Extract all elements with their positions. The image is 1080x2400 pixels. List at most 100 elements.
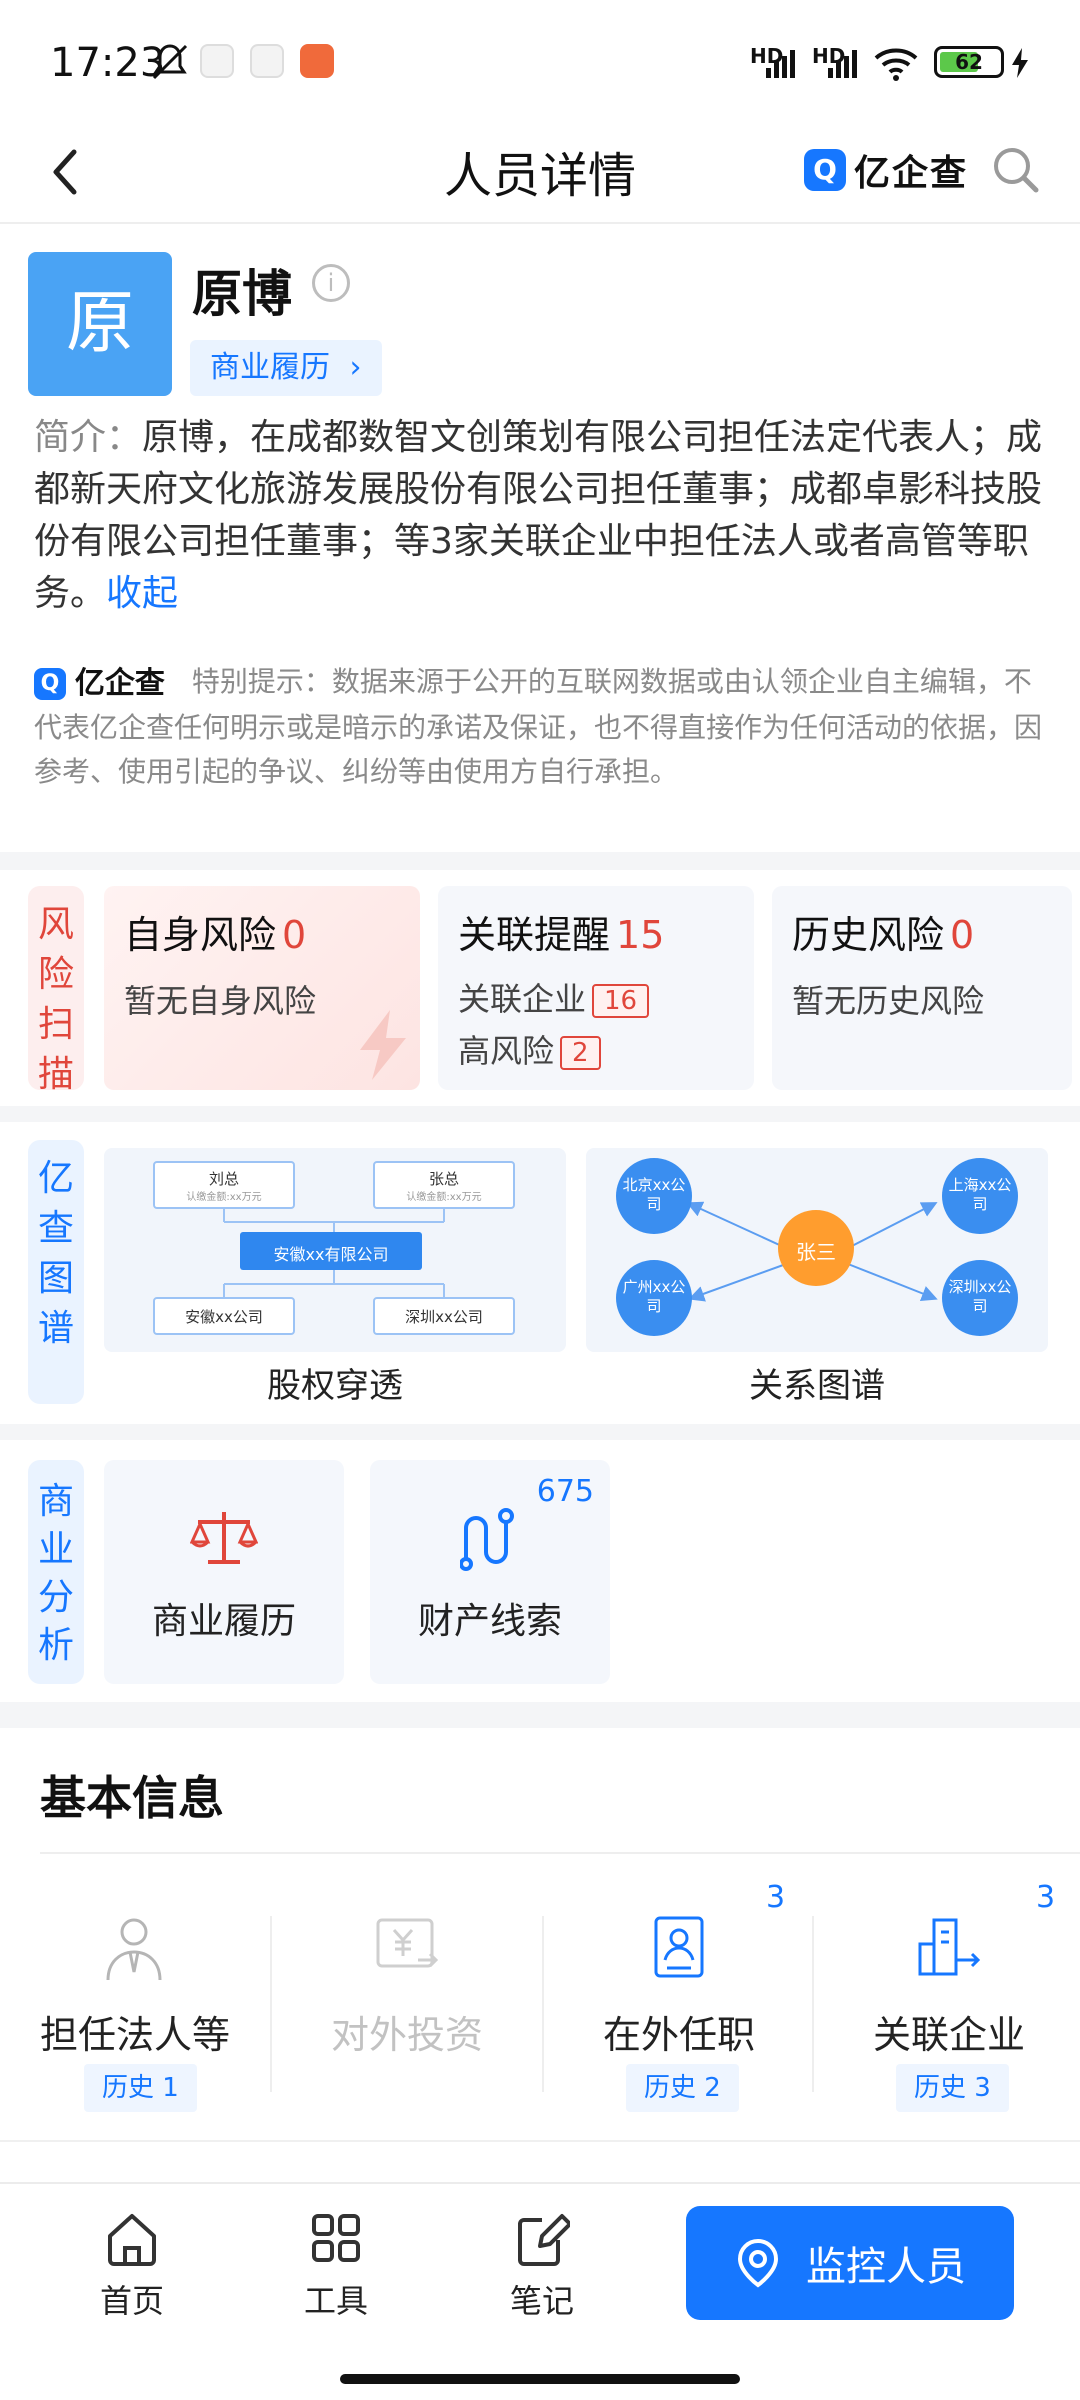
page-title: 人员详情 — [443, 148, 636, 204]
legal-rep-item[interactable]: 担任法人等 历史 1 — [0, 1880, 270, 2120]
equity-node-label: 深圳xx公司 — [405, 1308, 483, 1326]
equity-node-label: 刘总 — [208, 1170, 239, 1188]
id-badge-icon — [654, 1916, 704, 1978]
home-icon — [108, 2214, 156, 2266]
risk-label-char: 险 — [37, 954, 74, 995]
notification-app-icon — [200, 44, 234, 78]
bottom-tab-bar: 首页 工具 笔记 监控人员 — [0, 2182, 1080, 2400]
business-history-tag-label: 商业履历 — [210, 350, 330, 385]
scale-icon — [190, 1512, 258, 1564]
analysis-label-char: 析 — [37, 1625, 74, 1666]
graph-label-char: 图 — [37, 1258, 74, 1299]
lightning-icon — [360, 1010, 406, 1080]
collapse-link[interactable]: 收起 — [106, 573, 179, 614]
equity-node-label: 张总 — [428, 1170, 459, 1188]
column-separator — [542, 1916, 544, 2092]
external-investment-caption: 对外投资 — [330, 2013, 483, 2057]
tab-home-label: 首页 — [99, 2282, 164, 2320]
monitor-person-button[interactable]: 监控人员 — [686, 2206, 1014, 2320]
equity-node-sub: 认缴金额:xx万元 — [406, 1192, 482, 1203]
history-risk-title-text: 历史风险 — [792, 913, 945, 957]
relation-node-label: 深圳xx公司 — [948, 1278, 1012, 1315]
external-investment-item[interactable]: 对外投资 — [272, 1880, 542, 2120]
battery-icon: 62 — [934, 46, 1004, 78]
column-separator — [270, 1916, 272, 2092]
tab-home[interactable]: 首页 — [72, 2210, 192, 2322]
legal-rep-history[interactable]: 历史 1 — [84, 2064, 197, 2112]
tab-tools[interactable]: 工具 — [276, 2210, 396, 2322]
wifi-icon — [874, 48, 918, 81]
signal-icon — [828, 50, 857, 78]
building-arrow-icon — [918, 1918, 981, 1976]
charging-icon — [1012, 48, 1028, 78]
related-companies-count: 3 — [1036, 1880, 1056, 1915]
equity-graph-card[interactable]: 刘总 认缴金额:xx万元 张总 认缴金额:xx万元 安徽xx有限公司 安徽xx公… — [104, 1148, 566, 1352]
back-arrow-icon[interactable] — [46, 144, 86, 200]
content-divider — [0, 2140, 1080, 2142]
nav-bar: 人员详情 Q 亿企查 — [0, 120, 1080, 224]
relation-node-label: 广州xx公司 — [622, 1278, 686, 1315]
notice-brand-logo: Q 亿企查 — [34, 661, 165, 706]
relation-caption: 关系图谱 — [749, 1366, 885, 1406]
relation-node-label: 北京xx公司 — [622, 1176, 686, 1213]
analysis-label-char: 分 — [37, 1577, 74, 1618]
external-position-count: 3 — [766, 1880, 786, 1915]
high-risk-label: 高风险 — [458, 1032, 555, 1070]
asset-clues-caption: 财产线索 — [417, 1601, 562, 1642]
title-divider — [40, 1852, 1080, 1854]
status-bar: 17:23 HD HD 62 — [0, 0, 1080, 120]
asset-clues-card[interactable]: 675 财产线索 — [370, 1460, 610, 1684]
section-divider — [0, 852, 1080, 870]
business-history-card[interactable]: 商业履历 — [104, 1460, 344, 1684]
related-companies-caption: 关联企业 — [872, 2013, 1025, 2057]
analysis-label: 商 业 分 析 — [28, 1460, 84, 1684]
equity-diagram — [153, 1161, 515, 1335]
grid-icon — [312, 2214, 360, 2262]
related-alert-count: 15 — [616, 913, 665, 957]
relation-diagram — [616, 1158, 1018, 1336]
person-icon — [106, 1918, 162, 1981]
tab-notes-label: 笔记 — [509, 2282, 574, 2320]
history-risk-sub: 暂无历史风险 — [792, 982, 985, 1020]
equity-caption: 股权穿透 — [267, 1366, 403, 1406]
home-indicator[interactable] — [340, 2374, 740, 2384]
external-position-item[interactable]: 3 在外任职 历史 2 — [544, 1880, 814, 2120]
high-risk-badge: 2 — [560, 1036, 601, 1070]
tab-notes[interactable]: 笔记 — [482, 2210, 602, 2322]
relation-node-label: 上海xx公司 — [948, 1176, 1012, 1213]
tab-tools-label: 工具 — [303, 2282, 368, 2320]
risk-label-char: 扫 — [37, 1004, 74, 1045]
business-history-tag[interactable]: 商业履历 › — [190, 340, 382, 396]
graph-label-char: 亿 — [37, 1158, 74, 1199]
graph-label: 亿 查 图 谱 — [28, 1140, 84, 1404]
investment-icon — [376, 1918, 439, 1968]
related-companies-history[interactable]: 历史 3 — [896, 2064, 1009, 2112]
external-position-history[interactable]: 历史 2 — [626, 2064, 739, 2112]
legal-rep-caption: 担任法人等 — [39, 2013, 230, 2057]
note-edit-icon — [518, 2214, 572, 2266]
relation-graph-card[interactable]: 北京xx公司 上海xx公司 广州xx公司 深圳xx公司 张三 — [586, 1148, 1048, 1352]
analysis-label-char: 商 — [37, 1481, 74, 1522]
external-position-caption: 在外任职 — [602, 2013, 755, 2057]
equity-center-label: 安徽xx有限公司 — [273, 1245, 389, 1264]
intro-label: 简介： — [34, 417, 143, 458]
graph-label-char: 查 — [37, 1208, 74, 1249]
risk-label-char: 风 — [37, 904, 74, 945]
search-icon[interactable] — [988, 142, 1044, 198]
location-pin-icon — [737, 2238, 779, 2288]
section-divider — [0, 1702, 1080, 1728]
related-companies-item[interactable]: 3 关联企业 历史 3 — [814, 1880, 1080, 2120]
column-separator — [812, 1916, 814, 2092]
graph-label-char: 谱 — [37, 1308, 74, 1349]
brand-name: 亿企查 — [854, 153, 969, 194]
info-icon[interactable]: i — [312, 264, 350, 302]
brand-logo-mark: Q — [804, 149, 846, 191]
equity-node-label: 安徽xx公司 — [185, 1308, 263, 1326]
